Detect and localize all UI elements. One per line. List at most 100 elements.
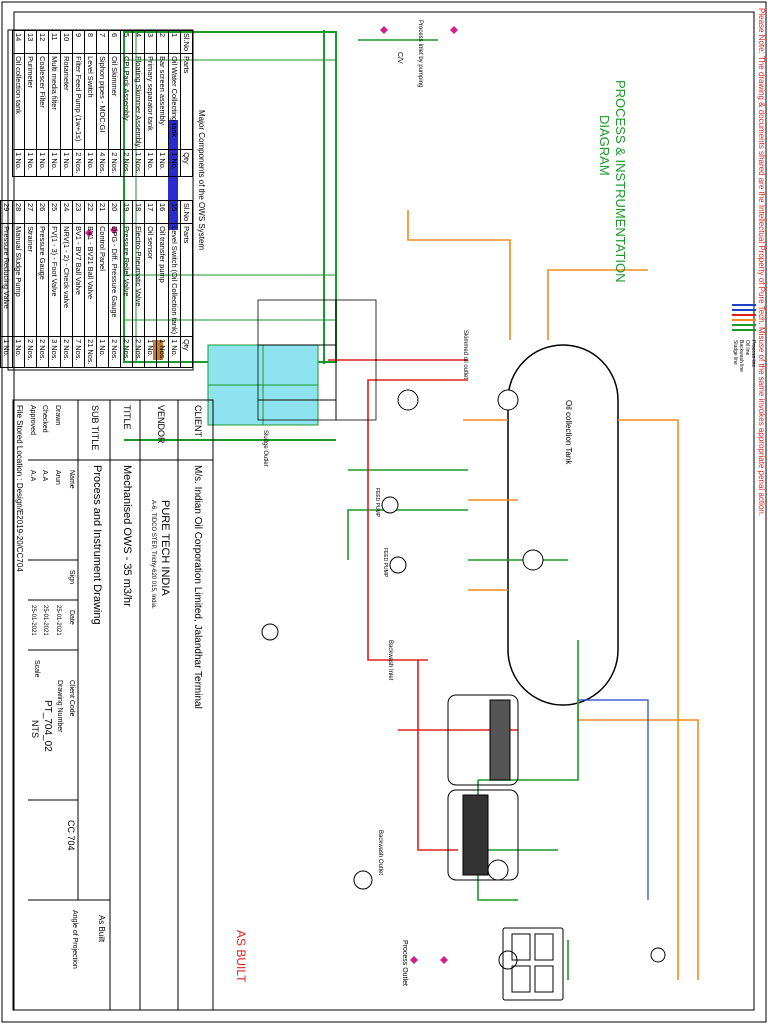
legend-swatches: [732, 304, 756, 331]
component-sl: 2: [156, 30, 169, 54]
ip-notice: Please Note: The drawing & documents sha…: [757, 8, 766, 516]
components-table-frame: [7, 29, 194, 371]
component-sl: 27: [24, 200, 37, 224]
label-backwash-inlet: Backwash Inlet: [387, 640, 393, 681]
label-feed-pump-2: FEED PUMP: [382, 548, 388, 578]
component-sl: 23: [72, 200, 85, 224]
component-sl: 12: [36, 30, 49, 54]
header-qty: Qty: [180, 149, 193, 177]
component-sl: 3: [144, 30, 157, 54]
component-qty: 1 No.: [144, 149, 157, 177]
component-sl: 19: [120, 200, 133, 224]
label-backwash-outlet: Backwash Outlet: [377, 830, 383, 876]
file-location: File Stored Location : Design/E2019-20/C…: [15, 405, 24, 572]
header-qty: Qty: [180, 336, 193, 368]
header-parts: Parts: [180, 223, 193, 337]
label-process-inlet: Process Inlet by pumping: [417, 20, 423, 88]
vendor-name: PURE TECH INDIA: [159, 500, 171, 596]
drawing-number: PT_704_02: [42, 700, 53, 752]
component-sl: 9: [72, 30, 85, 54]
header-parts: Parts: [180, 53, 193, 150]
component-part: Primary separator tank: [144, 53, 157, 150]
approved-name: A.A: [29, 470, 36, 482]
component-part: Oil transfer pump: [156, 223, 169, 337]
label-skimmed-oil: Skimmed oil outlet: [462, 330, 468, 380]
component-part: Multi media filter: [48, 53, 61, 150]
component-qty: 2 Nos.: [120, 149, 133, 177]
diagram-title-2: DIAGRAM: [597, 115, 612, 176]
col-sign: Sign: [68, 570, 75, 585]
component-part: Rotameter: [60, 53, 73, 150]
component-sl: 22: [84, 200, 97, 224]
skimmer-platform: [153, 340, 163, 360]
legend-line-1: Process line: [750, 340, 756, 368]
component-sl: 21: [96, 200, 109, 224]
legend-panel: [257, 299, 377, 421]
component-sl: 17: [144, 200, 157, 224]
title-value: Mechanised OWS - 35 m3/hr: [121, 465, 133, 607]
component-sl: 8: [84, 30, 97, 54]
component-qty: 2 Nos.: [108, 336, 121, 368]
component-part: Coalescer Filter: [36, 53, 49, 150]
component-sl: 16: [156, 200, 169, 224]
component-qty: 1 No.: [84, 149, 97, 177]
component-part: Pressure Gauge: [36, 223, 49, 337]
component-qty: 2 Nos.: [36, 336, 49, 368]
label-oil-tank: Oil collection Tank: [564, 400, 573, 465]
component-part: Bar screen assembly: [156, 53, 169, 150]
component-sl: 25: [48, 200, 61, 224]
col-date: Date: [68, 610, 75, 625]
component-qty: 1 No.: [0, 336, 13, 368]
header-sl: Sl.No: [180, 200, 193, 224]
component-qty: 1 Nos.: [156, 336, 169, 368]
bar-screen: [168, 120, 178, 230]
client-code-label: Client Code: [68, 680, 75, 717]
component-qty: 1 No.: [12, 149, 25, 177]
subtitle-label: SUB TITLE: [90, 405, 100, 451]
drawing-number-label: Drawing Number: [56, 680, 63, 733]
component-sl: 1: [168, 30, 181, 54]
vendor-label: VENDOR: [156, 405, 166, 444]
component-part: Oil sensor: [144, 223, 157, 337]
component-qty: 1 No.: [12, 336, 25, 368]
component-qty: 2 Nos.: [72, 149, 85, 177]
component-qty: 2 Nos.: [108, 149, 121, 177]
label-cv: C/V: [396, 52, 403, 64]
component-part: Control Panel: [96, 223, 109, 337]
component-sl: 4: [132, 30, 145, 54]
checked-date: 25-01-2021: [42, 605, 48, 636]
component-sl: 15: [168, 200, 181, 224]
primary-separator-tank: [123, 30, 337, 441]
component-part: Level Switch: [84, 53, 97, 150]
filter-vessels: [447, 694, 519, 881]
component-sl: 6: [108, 30, 121, 54]
drawn-date: 25-01-2021: [55, 605, 61, 636]
components-heading: Major Components of the OWS System: [197, 110, 206, 251]
component-sl: 29: [0, 200, 13, 224]
component-part: Purimeter: [24, 53, 37, 150]
title-block-frame: [12, 399, 214, 1011]
component-qty: 7 Nos.: [72, 336, 85, 368]
legend-line-3: Backwash line: [738, 340, 744, 372]
as-built-label: As Built: [97, 915, 106, 943]
component-sl: 13: [24, 30, 37, 54]
scale-value: NTS: [30, 720, 40, 738]
